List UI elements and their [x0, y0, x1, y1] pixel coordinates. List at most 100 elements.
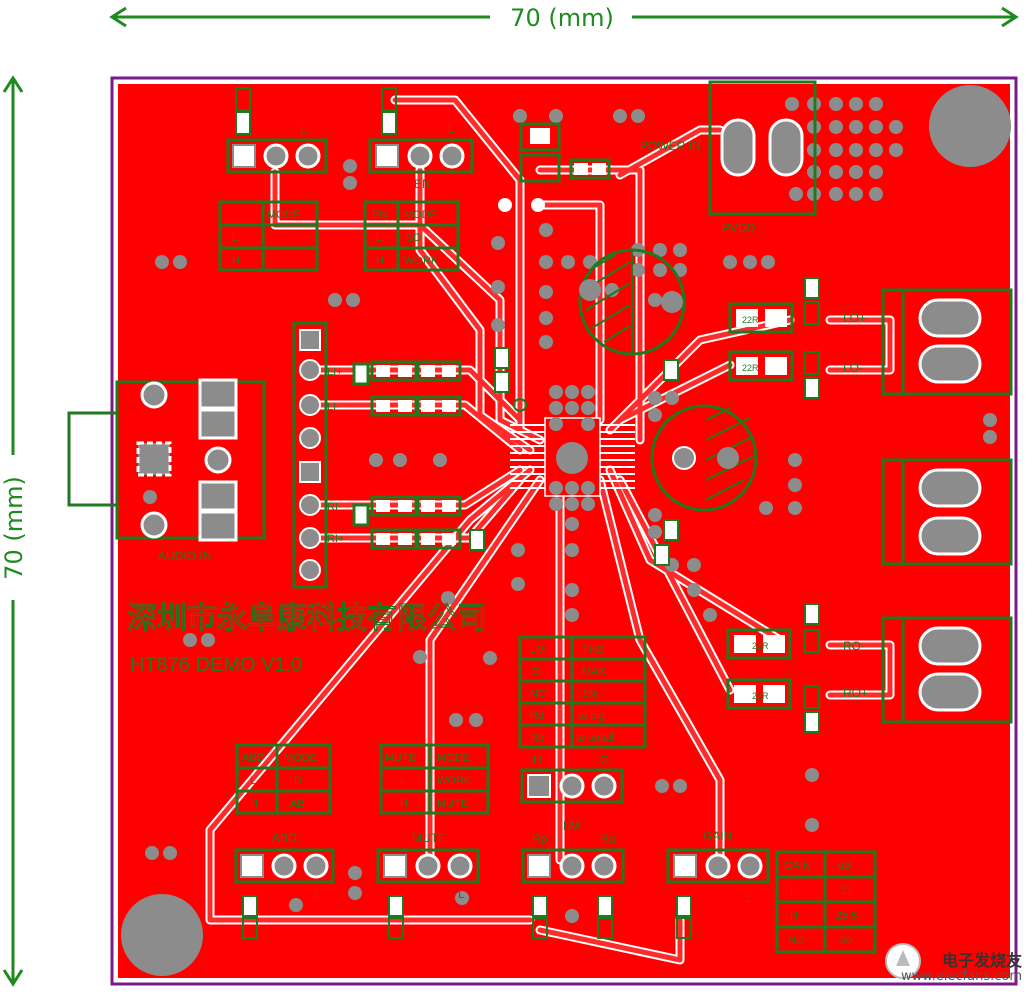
- input-rc-pads: [376, 365, 456, 545]
- resistor-label-4: 22R: [752, 691, 769, 701]
- gain-table: [775, 850, 877, 954]
- gain-table-r2c0: H: [790, 910, 798, 922]
- lm-table-r4c1: to small: [576, 732, 614, 744]
- resistor-label-3: 22R: [752, 641, 769, 651]
- header-abd: [234, 848, 335, 939]
- resistor-label-1: 22R: [742, 315, 759, 325]
- header-g-label: G: [600, 753, 609, 767]
- lm-table-r1c0: G: [532, 666, 541, 678]
- header-abd-label: ABD: [272, 831, 297, 845]
- lm-table-h0: LM: [530, 644, 545, 656]
- mute-table-h1: MODE: [437, 752, 470, 764]
- abd-table-r2c1: AB: [290, 798, 305, 810]
- watermark-url: www.elecfans.com: [900, 969, 1022, 984]
- abd-table-h1: MODE: [284, 752, 317, 764]
- gain-table-r1c0: L: [790, 885, 796, 897]
- dimension-height: 70 (mm): [0, 75, 28, 987]
- dimension-height-label: 70 (mm): [0, 476, 28, 580]
- header-gain-l-label: L: [746, 891, 753, 905]
- abd-table-r2c0: H: [250, 798, 258, 810]
- output-resistors: [726, 302, 794, 710]
- li-plus-label: LI+: [327, 366, 343, 378]
- board-name: HT876 DEMO V1.0: [130, 654, 302, 676]
- mode-table-r2c1: H: [232, 255, 240, 267]
- capacitor-upper: [578, 248, 686, 356]
- lo-minus-label: LO-: [843, 361, 863, 375]
- header-en: [368, 87, 474, 174]
- en-table-h0: EN: [372, 209, 387, 221]
- power-in-label: POWER IN: [640, 139, 701, 153]
- mounting-hole-top-right: [929, 85, 1011, 167]
- mute-table-r2c1: MUTE: [437, 798, 468, 810]
- li-minus-label: LI-: [327, 401, 340, 413]
- input-rc-network: [352, 360, 462, 550]
- mounting-hole-bottom-left: [121, 894, 203, 976]
- ro-minus-label: RO-: [843, 639, 865, 653]
- header-mute-l-label: L: [458, 887, 465, 901]
- abd-table: [235, 743, 332, 815]
- mode-table-h1: MODE: [267, 209, 300, 221]
- lm-table-h1: THD: [582, 644, 605, 656]
- mode-table-r1c1: L: [232, 232, 238, 244]
- input-header: [292, 321, 328, 589]
- header-mode: [226, 87, 328, 174]
- lm-table-r4c0: Rp: [530, 732, 544, 744]
- speaker-terminal-right: [881, 616, 1013, 724]
- lm-table-r1c1: MAX: [582, 666, 607, 678]
- watermark-logo: [885, 943, 921, 979]
- header-h-label: H: [533, 753, 542, 767]
- speaker-terminal-left: [881, 288, 1013, 396]
- header-gain-label: GAIN: [703, 829, 732, 843]
- header-lm-label: LM: [563, 819, 580, 833]
- mute-table-h0: MUTE: [385, 752, 416, 764]
- capacitor-lower: [650, 404, 758, 512]
- mute-table: [379, 743, 490, 815]
- header-abd-l-label: L: [314, 887, 321, 901]
- header-lm: [521, 848, 625, 939]
- en-table-r1c1: SD: [406, 232, 421, 244]
- en-table-r2c0: H: [376, 255, 384, 267]
- header-rp-label: Rp: [532, 832, 548, 846]
- ri-plus-label: RI+: [327, 533, 344, 545]
- dimension-width-label: 70 (mm): [510, 4, 614, 32]
- lo-plus-label: LO+: [843, 311, 866, 325]
- abd-table-h0: ABD: [242, 752, 265, 764]
- lm-table-r3c0: Rd: [530, 710, 544, 722]
- gain-table-r1c1: 21: [840, 885, 852, 897]
- ri-minus-label: RI-: [327, 501, 342, 513]
- mute-table-r1c1: WORK: [437, 775, 472, 787]
- mode-table: [218, 200, 319, 272]
- header-en-l-label: L: [448, 122, 455, 136]
- vias: [143, 97, 997, 923]
- header-en-label: EN: [414, 177, 431, 191]
- en-table-h1: MODE: [404, 209, 437, 221]
- watermark: 电子发烧友 www.elecfans.com: [900, 951, 1022, 984]
- header-lm-select: [520, 768, 624, 804]
- amplifier-ic: [510, 385, 635, 531]
- gain-table-r3c0: NC: [788, 935, 804, 947]
- en-table: [363, 200, 460, 272]
- en-table-r1c0: L: [376, 232, 382, 244]
- lm-table-r2c0: NC: [530, 688, 546, 700]
- gain-table-h0: GAIN: [784, 860, 811, 872]
- audio-input-jack: [67, 378, 266, 542]
- abd-table-r1c0: L: [250, 775, 256, 787]
- resistor-label-2: 22R: [742, 363, 759, 373]
- output-caps: [469, 277, 820, 733]
- abd-table-r1c1: D: [294, 775, 302, 787]
- ro-plus-label: RO+: [843, 686, 868, 700]
- lm-table: [518, 635, 647, 749]
- regulator-top: [498, 122, 611, 212]
- lm-table-r2c1: 1%: [582, 688, 598, 700]
- speaker-terminal-middle: [881, 458, 1013, 566]
- gain-table-r2c1: 25.5: [836, 910, 857, 922]
- mute-table-r1c0: L: [400, 775, 406, 787]
- watermark-name: 电子发烧友: [941, 951, 1022, 970]
- gain-table-h1: dB: [838, 860, 851, 872]
- header-mute-label: MUTE: [412, 831, 446, 845]
- en-table-r2c1: WORK: [404, 255, 439, 267]
- power-jack: [708, 80, 817, 216]
- company-name: 深圳市永阜康科技有限公司: [127, 602, 487, 635]
- header-mute: [376, 848, 480, 939]
